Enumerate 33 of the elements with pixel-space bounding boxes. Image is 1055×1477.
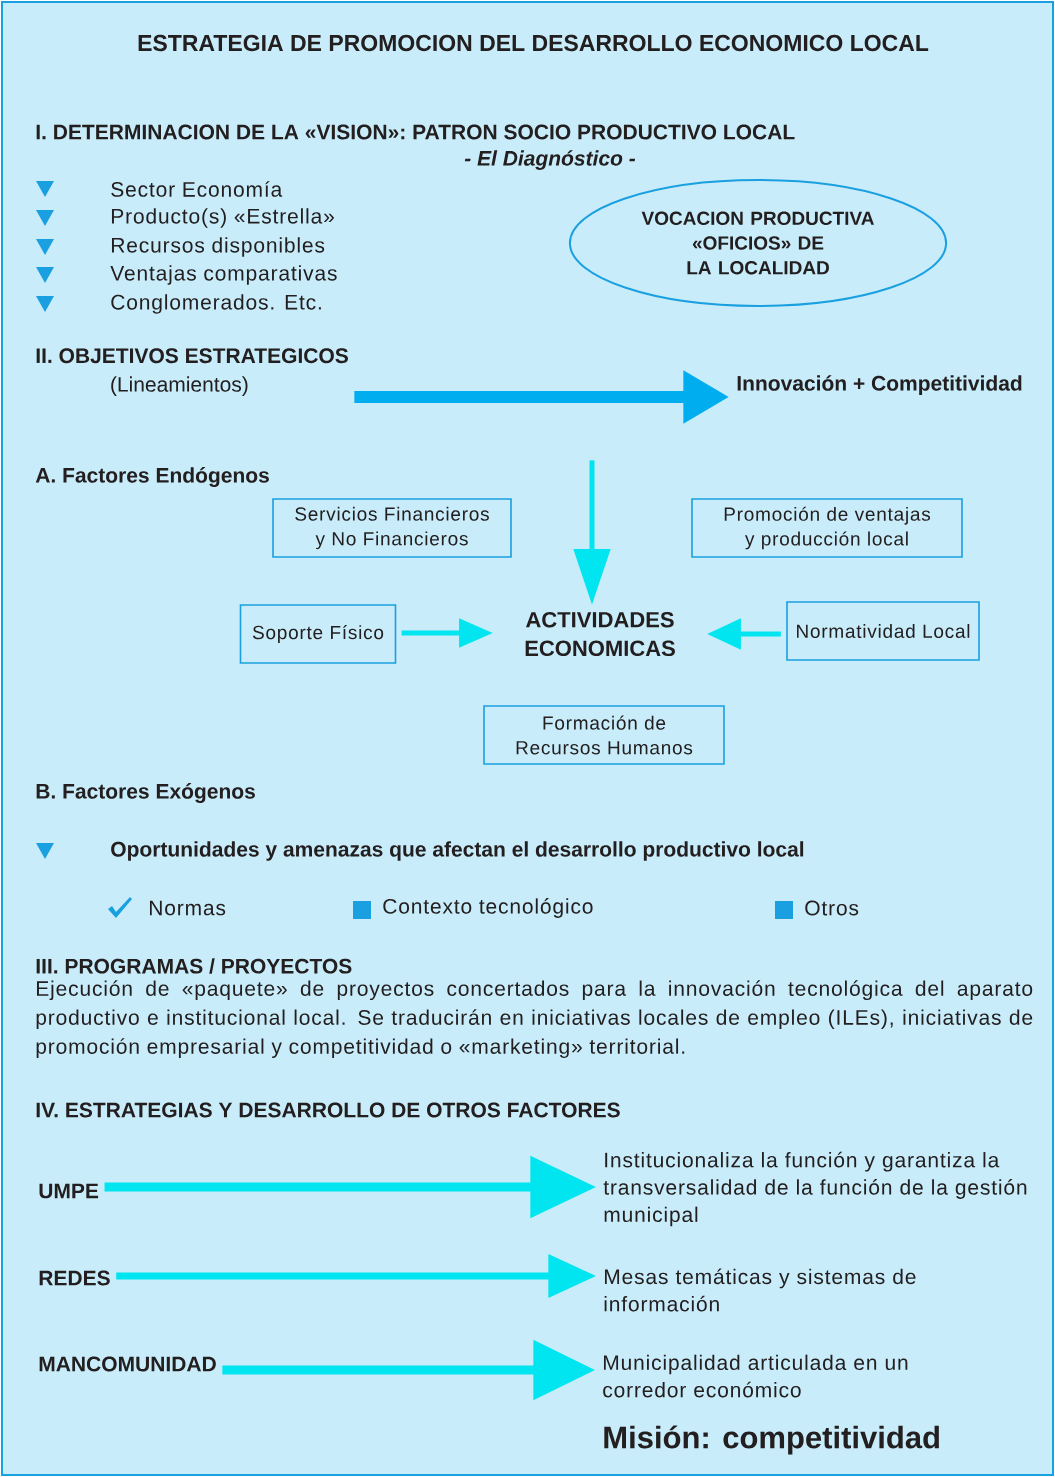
factor-box: Soporte Físico [239,604,397,664]
section-heading: B. Factores Exógenos [36,783,255,803]
bullet-text: Oportunidades y amenazas que afectan el desarrollo productivo local [111,841,804,861]
factor-box: Normatividad Local [786,601,980,661]
description-text: Municipalidad articulada en un corredor económico [603,1354,908,1398]
section-heading: III. PROGRAMAS / PROYECTOS [36,958,352,974]
mission-text: Misión: competitividad [604,1425,939,1455]
node-text: Innovación + Competitividad [737,375,1022,395]
section-heading: IV. ESTRATEGIAS Y DESARROLLO DE OTROS FACTORES [36,1102,620,1118]
list-item: Ventajas comparativas [110,265,337,285]
list-item: Contexto tecnológico [383,898,593,918]
oval-box: VOCACION PRODUCTIVA «OFICIOS» DE LA LOCALIDAD [568,179,948,307]
list-item: Conglomerados. Etc. [111,294,321,314]
factor-box: Servicios Financieros y No Financieros [272,498,512,558]
list-item: Otros [805,900,859,916]
title: ESTRATEGIA DE PROMOCION DEL DESARROLLO ECONOMICO LOCAL [138,34,929,52]
node-text: ACTIVIDADES ECONOMICAS [525,611,675,657]
list-item: Producto(s) «Estrella» [112,208,334,228]
node-text: MANCOMUNIDAD [39,1356,216,1372]
list-item: Sector Economía [111,181,283,197]
subheading: - El Diagnóstico - [464,150,636,170]
node-text: REDES [39,1270,110,1286]
factor-box: Formación de Recursos Humanos [483,705,725,765]
section-heading: II. OBJETIVOS ESTRATEGICOS (Lineamientos) [36,348,348,396]
list-item: Normas [150,900,226,916]
description-text: Institucionaliza la función y garantiza la transversalidad de la función de la gestión municipal [603,1151,1027,1227]
paragraph: Ejecución de «paquete» de proyectos concertados para la innovación tecnológica del aparato productivo e institucional local. Se traducirán en iniciativas locales de empleo (ILEs), iniciativas de promoción empresarial y competitividad o «marketing» territorial. [36,980,1033,1059]
node-text: UMPE [39,1183,99,1199]
description-text: Mesas temáticas y sistemas de información [604,1268,916,1312]
section-heading: I. DETERMINACION DE LA «VISION»: PATRON SOCIO PRODUCTIVO LOCAL [36,124,795,140]
list-item: Recursos disponibles [112,237,325,257]
section-heading: A. Factores Endógenos [35,467,269,487]
factor-box: Promoción de ventajas y producción local [691,498,963,558]
